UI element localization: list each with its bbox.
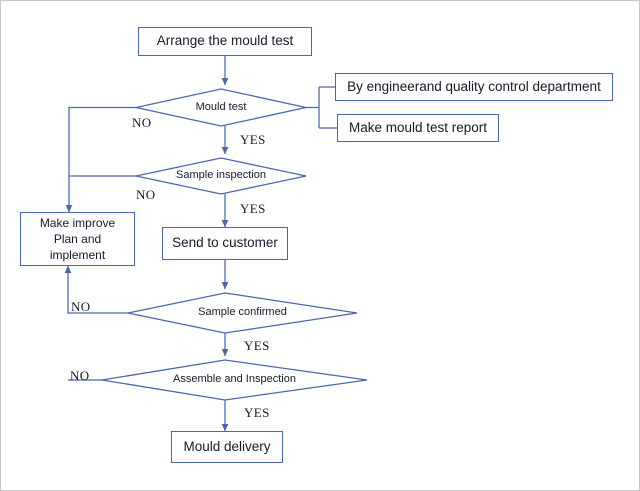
node-arrange-the-mould-test[interactable]: Arrange the mould test: [138, 27, 312, 56]
node-mould-delivery[interactable]: Mould delivery: [171, 431, 283, 463]
node-label: Assemble and Inspection: [173, 373, 296, 386]
edge-label-text: NO: [136, 187, 156, 202]
edge-mould-test-no: [65, 106, 136, 213]
edge-label-text: NO: [132, 115, 152, 130]
edge-label-text: YES: [244, 405, 270, 420]
node-label: Mould delivery: [183, 438, 271, 454]
edge-label-sample-inspection-no: NO: [136, 187, 156, 203]
edge-label-mould-test-no: NO: [132, 115, 152, 131]
node-label: By engineerand quality control departmen…: [347, 78, 601, 94]
node-make-mould-test-report[interactable]: Make mould test report: [337, 114, 499, 142]
node-make-improve-plan-and-implement[interactable]: Make improve Plan and implement: [20, 212, 135, 266]
node-label: Sample inspection: [176, 169, 266, 182]
node-label: Send to customer: [172, 235, 278, 251]
edge-label-text: NO: [71, 299, 91, 314]
node-label: Arrange the mould test: [156, 33, 294, 49]
edge-label-mould-test-yes: YES: [240, 132, 266, 148]
edge-mould-test-to-side-boxes: [306, 86, 337, 129]
node-by-engineer-quality-control[interactable]: By engineerand quality control departmen…: [335, 73, 613, 101]
edge-label-sample-inspection-yes: YES: [240, 201, 266, 217]
node-label: Mould test: [195, 100, 247, 113]
node-assemble-and-inspection[interactable]: Assemble and Inspection: [102, 360, 367, 400]
edge-label-text: YES: [244, 338, 270, 353]
node-sample-inspection[interactable]: Sample inspection: [136, 158, 306, 194]
node-label-line-1: Make improve: [39, 215, 116, 230]
edge-label-text: NO: [70, 368, 90, 383]
node-label: Make mould test report: [348, 119, 488, 135]
edge-label-sample-confirmed-yes: YES: [244, 338, 270, 354]
edge-label-assemble-yes: YES: [244, 405, 270, 421]
node-send-to-customer[interactable]: Send to customer: [162, 227, 288, 260]
node-mould-test[interactable]: Mould test: [136, 89, 306, 126]
node-label: Sample confirmed: [198, 306, 287, 319]
edge-label-sample-confirmed-no: NO: [71, 299, 91, 315]
node-label-line-2: Plan and: [53, 231, 102, 246]
node-label-line-3: implement: [49, 248, 106, 263]
node-sample-confirmed[interactable]: Sample confirmed: [128, 293, 357, 333]
edge-label-assemble-no: NO: [70, 368, 90, 384]
edge-label-text: YES: [240, 132, 266, 147]
edge-label-text: YES: [240, 201, 266, 216]
